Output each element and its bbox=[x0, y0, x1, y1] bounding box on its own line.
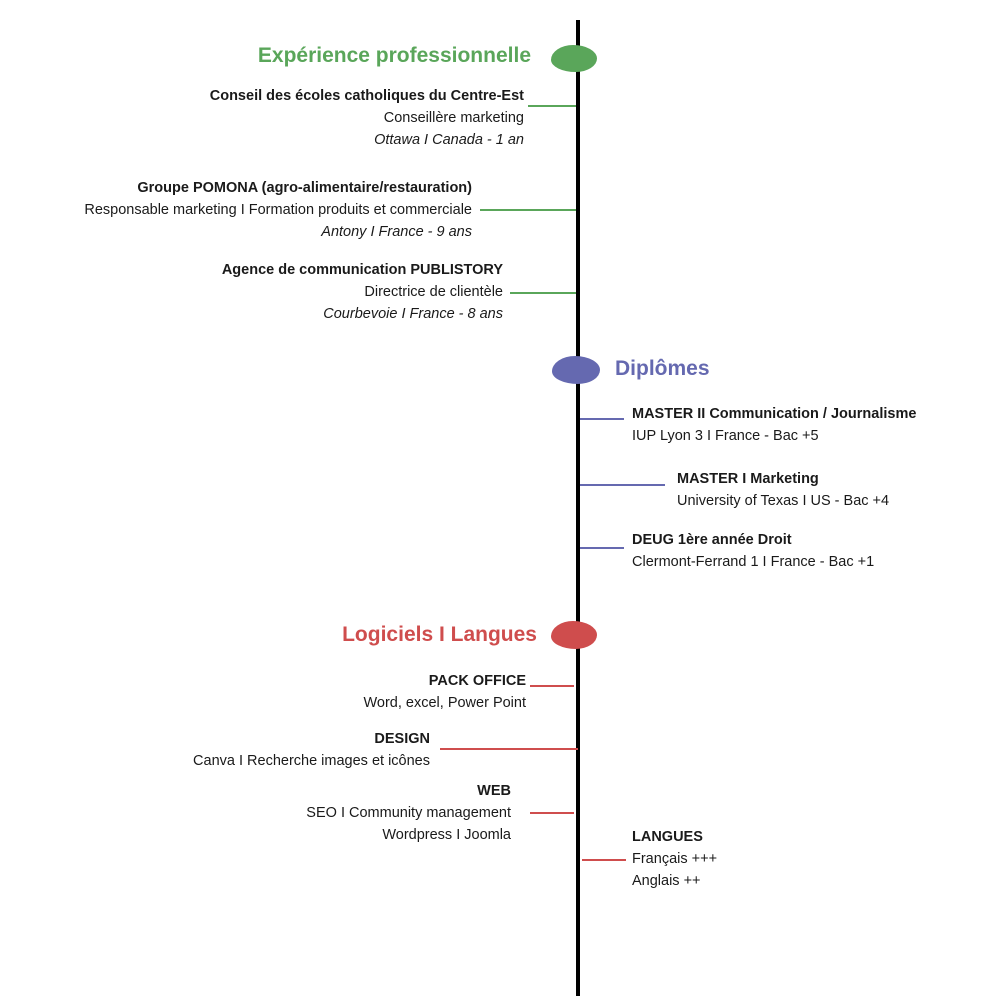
diplomas-heading: Diplômes bbox=[615, 357, 710, 380]
diplomas-tick-3 bbox=[580, 547, 624, 549]
experience-item-role: Directrice de clientèle bbox=[364, 284, 503, 300]
languages-item: LANGUES Français +++ Anglais ++ bbox=[632, 826, 717, 892]
languages-title: LANGUES bbox=[632, 829, 703, 845]
diploma-item-detail: University of Texas I US - Bac +4 bbox=[677, 493, 890, 509]
software-item-detail: Wordpress I Joomla bbox=[382, 827, 511, 843]
software-tick-web bbox=[530, 812, 574, 814]
diploma-item-title: MASTER I Marketing bbox=[677, 471, 819, 487]
software-item: DESIGN Canva I Recherche images et icône… bbox=[193, 728, 430, 772]
diplomas-marker bbox=[552, 356, 600, 384]
software-tick-pack-office bbox=[530, 685, 574, 687]
experience-item-role: Conseillère marketing bbox=[383, 110, 524, 126]
software-item-detail: Canva I Recherche images et icônes bbox=[193, 753, 430, 769]
software-tick-languages bbox=[582, 859, 626, 861]
software-heading: Logiciels I Langues bbox=[342, 623, 537, 646]
language-english: Anglais ++ bbox=[632, 873, 701, 889]
experience-tick-3 bbox=[510, 292, 576, 294]
software-item-title: PACK OFFICE bbox=[428, 673, 526, 689]
software-item-detail: SEO I Community management bbox=[306, 805, 511, 821]
experience-marker bbox=[551, 45, 597, 72]
diploma-item-detail: IUP Lyon 3 I France - Bac +5 bbox=[632, 428, 819, 444]
diplomas-tick-2 bbox=[580, 484, 665, 486]
software-tick-design bbox=[440, 748, 578, 750]
language-french: Français +++ bbox=[632, 851, 718, 867]
software-item-title: WEB bbox=[477, 783, 511, 799]
diploma-item-title: DEUG 1ère année Droit bbox=[632, 532, 792, 548]
software-item-detail: Word, excel, Power Point bbox=[363, 695, 526, 711]
experience-item-place: Courbevoie I France - 8 ans bbox=[323, 306, 503, 322]
diplomas-tick-1 bbox=[580, 418, 624, 420]
software-item: WEB SEO I Community management Wordpress… bbox=[306, 780, 511, 846]
software-marker bbox=[551, 621, 597, 649]
experience-item: Conseil des écoles catholiques du Centre… bbox=[210, 85, 524, 151]
experience-item-title: Conseil des écoles catholiques du Centre… bbox=[209, 88, 524, 104]
experience-tick-1 bbox=[528, 105, 576, 107]
diploma-item: DEUG 1ère année Droit Clermont-Ferrand 1… bbox=[632, 529, 874, 573]
diploma-item: MASTER I Marketing University of Texas I… bbox=[677, 468, 889, 512]
experience-item-place: Antony I France - 9 ans bbox=[321, 224, 472, 240]
experience-item-role: Responsable marketing I Formation produi… bbox=[84, 202, 472, 218]
experience-heading: Expérience professionnelle bbox=[257, 44, 531, 67]
experience-item: Groupe POMONA (agro-alimentaire/restaura… bbox=[84, 177, 472, 243]
diploma-item: MASTER II Communication / Journalisme IU… bbox=[632, 403, 916, 447]
experience-item-title: Groupe POMONA (agro-alimentaire/restaura… bbox=[137, 180, 472, 196]
experience-tick-2 bbox=[480, 209, 576, 211]
experience-item-title: Agence de communication PUBLISTORY bbox=[221, 262, 503, 278]
experience-item-place: Ottawa I Canada - 1 an bbox=[374, 132, 524, 148]
software-item: PACK OFFICE Word, excel, Power Point bbox=[363, 670, 526, 714]
diploma-item-detail: Clermont-Ferrand 1 I France - Bac +1 bbox=[632, 554, 875, 570]
experience-item: Agence de communication PUBLISTORY Direc… bbox=[222, 259, 503, 325]
timeline-axis bbox=[576, 20, 580, 996]
diploma-item-title: MASTER II Communication / Journalisme bbox=[632, 406, 917, 422]
software-item-title: DESIGN bbox=[374, 731, 430, 747]
